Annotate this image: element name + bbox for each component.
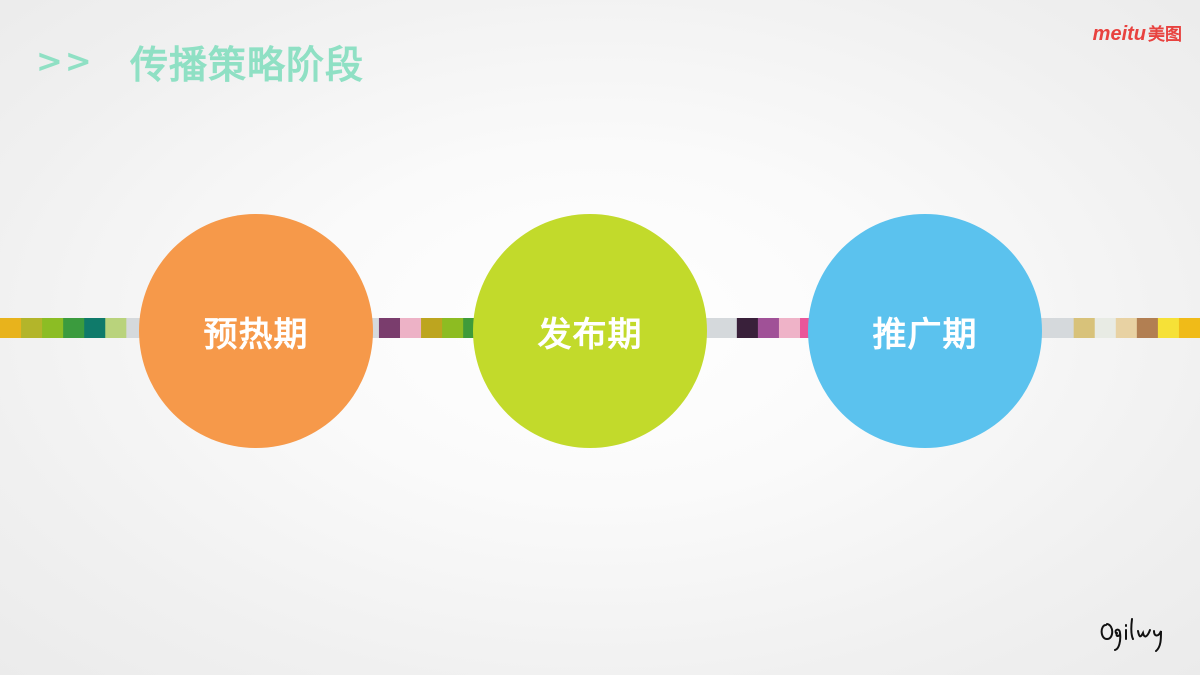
color-strip-square xyxy=(1178,318,1200,338)
color-strip-square xyxy=(42,318,64,338)
color-strip-square xyxy=(84,318,106,338)
color-strip-square xyxy=(757,318,780,338)
color-strip-square xyxy=(1094,318,1117,338)
color-strip-square xyxy=(778,318,801,338)
stage-label-preheat: 预热期 xyxy=(203,314,309,355)
color-strip-square xyxy=(736,318,759,338)
color-strip-square xyxy=(1157,318,1180,338)
color-strip-square xyxy=(421,318,443,338)
color-strip-square xyxy=(1136,318,1159,338)
color-strip-square xyxy=(715,318,738,338)
stage-label-launch: 发布期 xyxy=(537,314,643,355)
ogilvy-signature xyxy=(1100,618,1162,652)
stage-circle-promotion: 推广期 xyxy=(808,214,1042,448)
stage-circle-preheat: 预热期 xyxy=(139,214,373,448)
color-strip-square xyxy=(0,318,22,338)
brand-latin: meitu xyxy=(1092,23,1146,45)
color-strip-square xyxy=(442,318,464,338)
title-arrow-prefix: >> xyxy=(36,42,94,80)
color-strip-square xyxy=(400,318,422,338)
color-strip-square xyxy=(1115,318,1138,338)
stage-label-promotion: 推广期 xyxy=(872,314,978,355)
color-strip-square xyxy=(378,318,401,338)
color-strip-square xyxy=(63,318,85,338)
color-strip-square xyxy=(105,318,127,338)
page-title: >> 传播策略阶段 xyxy=(36,34,364,88)
title-text: 传播策略阶段 xyxy=(130,42,365,87)
stage-circle-launch: 发布期 xyxy=(473,214,707,448)
color-strip-square xyxy=(1073,318,1096,338)
brand-chinese: 美图 xyxy=(1148,25,1182,44)
color-strip-square xyxy=(1052,318,1075,338)
color-strip-square xyxy=(21,318,43,338)
